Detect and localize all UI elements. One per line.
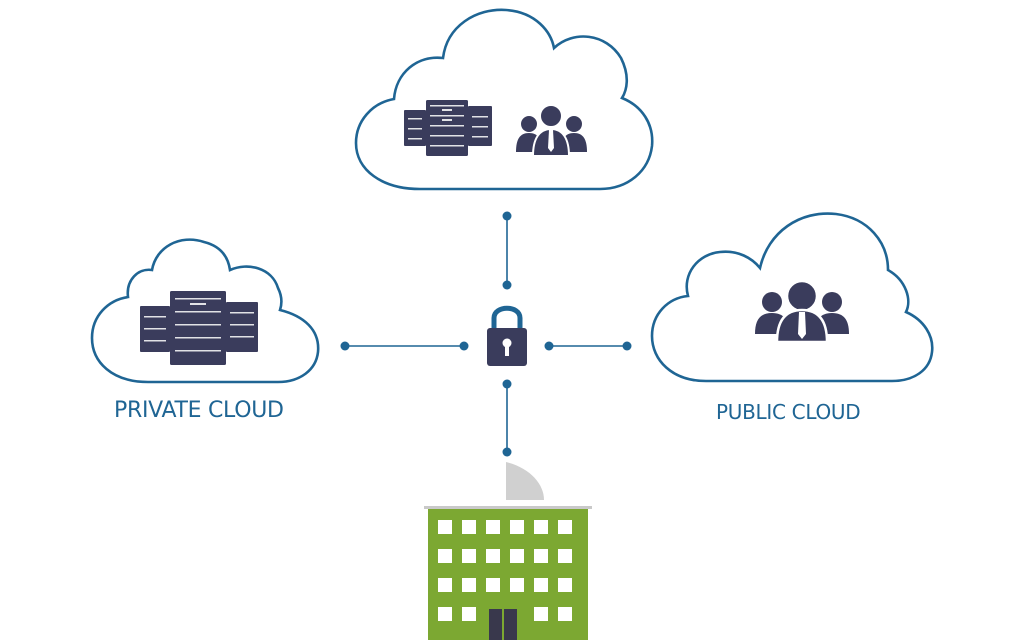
connector-dot [544, 341, 554, 351]
building-window [462, 607, 476, 621]
server-rack-icon [140, 291, 258, 365]
building-window [462, 549, 476, 563]
building-window [558, 520, 572, 534]
building-window [558, 578, 572, 592]
building-door [489, 609, 517, 640]
building-window [534, 607, 548, 621]
building-roof [424, 506, 592, 509]
building-window [486, 578, 500, 592]
building-window [558, 549, 572, 563]
building-window [462, 520, 476, 534]
building-window [486, 549, 500, 563]
building-window [438, 578, 452, 592]
padlock-keyhole [502, 338, 512, 348]
padlock-keyhole-slot [505, 344, 509, 356]
users-group-icon [516, 104, 587, 157]
connector-dot [459, 341, 469, 351]
connector-dot [502, 379, 512, 389]
building-window [510, 578, 524, 592]
connectors [345, 216, 627, 452]
users-group-icon [755, 279, 849, 344]
connector-dot [502, 447, 512, 457]
building-window [462, 578, 476, 592]
cloud-top [354, 8, 654, 191]
building-window [438, 607, 452, 621]
connector-dot [622, 341, 632, 351]
connector-dots [340, 211, 632, 457]
building-window [534, 520, 548, 534]
public-cloud-label: PUBLIC CLOUD [716, 400, 861, 424]
connector-dot [340, 341, 350, 351]
building-window [534, 549, 548, 563]
padlock-icon [487, 305, 527, 366]
satellite-dish [506, 462, 544, 500]
cloud-public [650, 212, 934, 383]
building-window [558, 607, 572, 621]
office-building-icon [424, 462, 592, 640]
building-window [486, 520, 500, 534]
server-rack-icon [404, 100, 492, 156]
cloud-top-outline [354, 8, 654, 191]
connector-dot [502, 211, 512, 221]
connector-dot [502, 280, 512, 290]
building-window [534, 578, 548, 592]
building-window [438, 520, 452, 534]
building-window [510, 549, 524, 563]
building-window [510, 520, 524, 534]
building-window [438, 549, 452, 563]
building-windows [438, 520, 572, 621]
cloud-private [90, 238, 320, 384]
padlock-shackle [491, 305, 523, 330]
private-cloud-label: PRIVATE CLOUD [114, 398, 284, 423]
